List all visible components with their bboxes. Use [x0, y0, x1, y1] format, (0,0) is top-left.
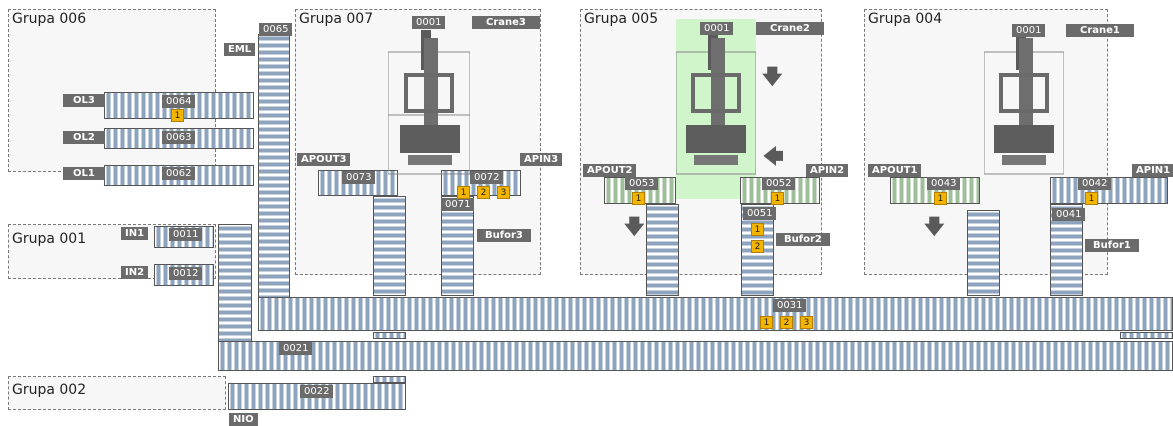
pallet-slot-0031[interactable]: 1 — [760, 316, 773, 329]
label-bufor1: Bufor1 — [1085, 239, 1139, 252]
label-0041: 0041 — [1052, 208, 1086, 221]
label-nio: NIO — [229, 413, 258, 426]
conveyor-0071[interactable] — [441, 196, 474, 296]
label-0031: 0031 — [773, 299, 807, 312]
label-crane2: Crane2 — [756, 22, 824, 35]
conveyor-0073-vertical[interactable] — [373, 196, 406, 296]
label-apout3: APOUT3 — [297, 153, 351, 166]
pallet-slot-0031[interactable]: 3 — [800, 316, 813, 329]
group-title: Grupa 004 — [868, 11, 943, 27]
label-bufor3: Bufor3 — [477, 229, 531, 242]
label-0053: 0053 — [625, 177, 659, 190]
label-crane1: Crane1 — [1066, 24, 1134, 37]
label-apin3: APIN3 — [520, 153, 563, 166]
pallet-slot-0072[interactable]: 2 — [477, 186, 490, 199]
label-0012: 0012 — [169, 267, 203, 280]
group-title: Grupa 001 — [12, 231, 87, 247]
conveyor-0053[interactable] — [604, 177, 676, 204]
label-0071: 0071 — [441, 198, 475, 211]
label-0052: 0052 — [762, 177, 796, 190]
label-eml: EML — [224, 43, 256, 56]
conveyor-0021[interactable] — [218, 341, 1173, 371]
label-ol1: OL1 — [63, 167, 105, 180]
label-0001-grupa-004: 0001 — [1012, 24, 1046, 37]
label-0073: 0073 — [342, 171, 376, 184]
label-ol2: OL2 — [63, 131, 105, 144]
group-002: Grupa 002 — [8, 376, 226, 410]
conveyor-0022[interactable] — [228, 383, 406, 410]
label-0011: 0011 — [169, 228, 203, 241]
pallet-slot-0052[interactable]: 1 — [771, 192, 784, 205]
crane-icon[interactable] — [388, 30, 470, 175]
label-0064: 0064 — [162, 95, 196, 108]
crane-icon[interactable] — [676, 30, 756, 175]
label-0065: 0065 — [259, 23, 293, 36]
label-0063: 0063 — [162, 131, 196, 144]
group-title: Grupa 007 — [299, 11, 374, 27]
label-apin2: APIN2 — [806, 164, 849, 177]
label-0072: 0072 — [470, 171, 504, 184]
down-arrow-icon: 🡇 — [924, 214, 945, 238]
pallet-slot-0042[interactable]: 1 — [1085, 192, 1098, 205]
label-apout2: APOUT2 — [583, 164, 637, 177]
label-0021: 0021 — [279, 342, 313, 355]
transfer-stub — [373, 376, 406, 383]
label-bufor2: Bufor2 — [776, 233, 830, 246]
left-arrow-icon: 🡄 — [763, 144, 784, 168]
label-ol3: OL3 — [63, 94, 105, 107]
label-0043: 0043 — [927, 177, 961, 190]
pallet-slot-0053[interactable]: 1 — [632, 192, 645, 205]
conveyor-0031[interactable] — [258, 297, 1173, 331]
conveyor-0043-vertical[interactable] — [967, 210, 1000, 296]
label-0022: 0022 — [300, 385, 334, 398]
label-apin1: APIN1 — [1132, 164, 1173, 177]
pallet-slot-0043[interactable]: 1 — [934, 192, 947, 205]
transfer-stub — [373, 332, 406, 339]
label-0042: 0042 — [1078, 177, 1112, 190]
pallet-slot-0051[interactable]: 1 — [751, 223, 764, 236]
conveyor-0065[interactable] — [258, 34, 290, 299]
label-crane3: Crane3 — [472, 16, 540, 29]
pallet-slot-0051[interactable]: 2 — [751, 240, 764, 253]
pallet-slot-0072[interactable]: 1 — [457, 186, 470, 199]
label-0051: 0051 — [743, 207, 777, 220]
label-in1: IN1 — [121, 227, 149, 240]
label-0062: 0062 — [162, 167, 196, 180]
down-arrow-icon: 🡇 — [624, 214, 645, 238]
pallet-slot-0031[interactable]: 2 — [780, 316, 793, 329]
group-title: Grupa 006 — [12, 11, 87, 27]
pallet-slot-0064[interactable]: 1 — [171, 109, 184, 122]
label-0001-grupa-005: 0001 — [700, 22, 734, 35]
label-apout1: APOUT1 — [868, 164, 922, 177]
down-arrow-icon: 🡇 — [762, 64, 783, 88]
label-in2: IN2 — [121, 266, 149, 279]
pallet-slot-0072[interactable]: 3 — [497, 186, 510, 199]
group-title: Grupa 002 — [12, 382, 87, 398]
crane-icon[interactable] — [984, 30, 1064, 175]
group-title: Grupa 005 — [584, 11, 659, 27]
conveyor-0053-vertical[interactable] — [646, 204, 679, 296]
transfer-stub — [1120, 332, 1173, 339]
label-0001-grupa-007: 0001 — [412, 16, 446, 29]
